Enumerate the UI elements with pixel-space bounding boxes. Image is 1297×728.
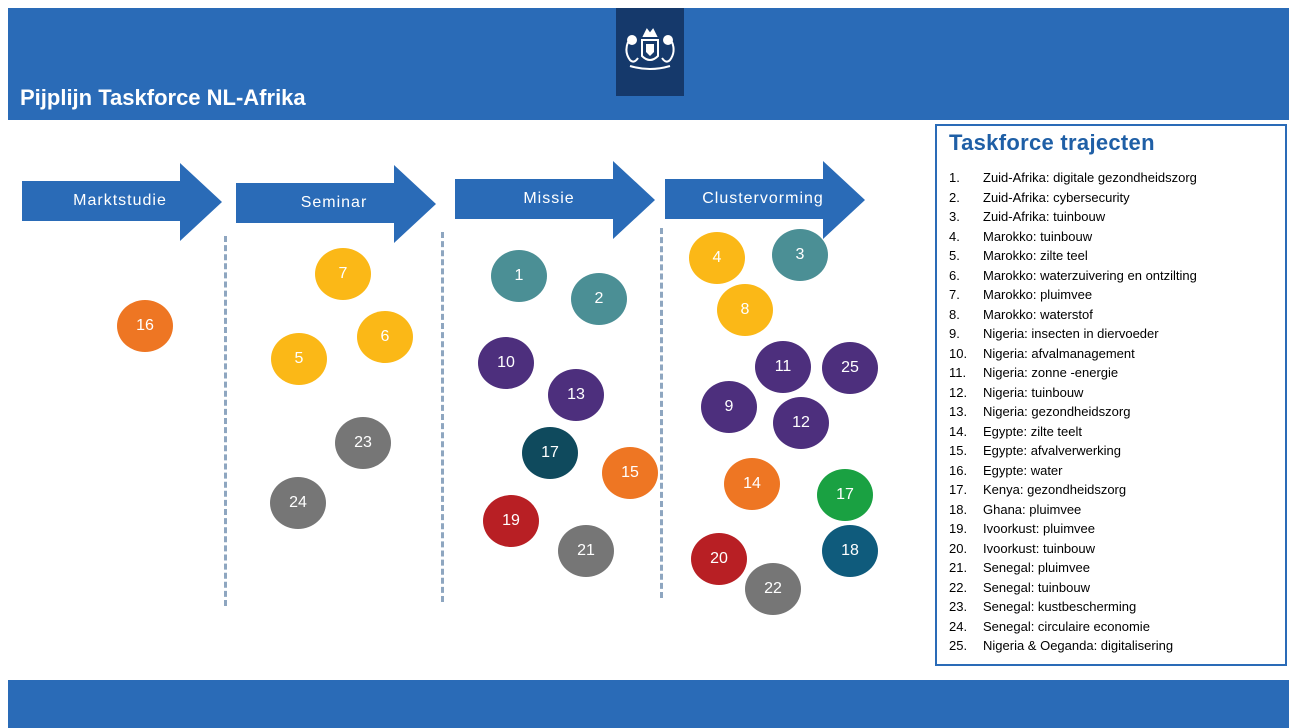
traject-circle: 23 [335, 417, 391, 469]
traject-circle: 17 [522, 427, 578, 479]
traject-circle: 21 [558, 525, 614, 577]
legend-item: 4.Marokko: tuinbouw [949, 228, 1093, 244]
arrow-clustervorming [665, 161, 865, 239]
logo-box [616, 8, 684, 96]
traject-circle: 8 [717, 284, 773, 336]
coat-of-arms-icon [625, 28, 675, 70]
traject-circle: 7 [315, 248, 371, 300]
arrow-missie [455, 161, 655, 239]
legend-item: 21.Senegal: pluimvee [949, 560, 1090, 575]
legend-item: 8.Marokko: waterstof [949, 306, 1093, 322]
traject-circle: 10 [478, 337, 534, 389]
legend-item: 16.Egypte: water [949, 462, 1063, 478]
legend-item: 17.Kenya: gezondheidszorg [949, 482, 1127, 497]
stage-label-missie: Missie [523, 190, 575, 207]
divider-3 [660, 228, 663, 598]
legend-title: Taskforce trajecten [949, 130, 1155, 155]
footer-bar [8, 680, 1289, 728]
stage-label-marktstudie: Marktstudie [73, 192, 167, 209]
page-title: Pijplijn Taskforce NL-Afrika [20, 85, 306, 110]
arrow-seminar [236, 165, 436, 243]
traject-circle: 25 [822, 342, 878, 394]
arrow-marktstudie [22, 163, 222, 241]
traject-circle: 22 [745, 563, 801, 615]
legend-item: 20.Ivoorkust: tuinbouw [949, 540, 1096, 556]
traject-circle: 18 [822, 525, 878, 577]
traject-circle: 12 [773, 397, 829, 449]
divider-1 [224, 236, 227, 606]
legend-item: 14.Egypte: zilte teelt [949, 423, 1082, 439]
traject-circle: 1 [491, 250, 547, 302]
legend-item: 2.Zuid-Afrika: cybersecurity [949, 189, 1130, 205]
traject-circle: 20 [691, 533, 747, 585]
legend-item: 13.Nigeria: gezondheidszorg [949, 404, 1131, 419]
stage-label-seminar: Seminar [300, 194, 368, 211]
traject-circle: 19 [483, 495, 539, 547]
traject-circle: 13 [548, 369, 604, 421]
legend-item: 10.Nigeria: afvalmanagement [949, 345, 1135, 361]
legend-item: 24.Senegal: circulaire economie [949, 618, 1150, 634]
stage-label-clustervorming: Clustervorming [702, 190, 824, 207]
legend-item: 25.Nigeria & Oeganda: digitalisering [949, 638, 1174, 653]
legend-item: 11.Nigeria: zonne -energie [949, 365, 1119, 380]
traject-circle: 14 [724, 458, 780, 510]
legend-item: 9.Nigeria: insecten in diervoeder [949, 326, 1159, 341]
traject-circle: 16 [117, 300, 173, 352]
traject-circle: 11 [755, 341, 811, 393]
traject-circle: 5 [271, 333, 327, 385]
traject-circle: 9 [701, 381, 757, 433]
traject-circle: 3 [772, 229, 828, 281]
legend-item: 5.Marokko: zilte teel [949, 248, 1088, 263]
traject-circle: 15 [602, 447, 658, 499]
traject-circle: 2 [571, 273, 627, 325]
divider-2 [441, 232, 444, 602]
legend-item: 12.Nigeria: tuinbouw [949, 384, 1084, 400]
legend-item: 18.Ghana: pluimvee [949, 501, 1082, 517]
legend-panel: Taskforce trajecten 1.Zuid-Afrika: digit… [935, 124, 1287, 666]
legend-item: 19.Ivoorkust: pluimvee [949, 521, 1095, 536]
legend-item: 1.Zuid-Afrika: digitale gezondheidszorg [949, 170, 1197, 185]
legend-item: 22.Senegal: tuinbouw [949, 579, 1090, 595]
legend-list: 1.Zuid-Afrika: digitale gezondheidszorg … [949, 168, 1197, 656]
legend-item: 15.Egypte: afvalverwerking [949, 443, 1122, 458]
legend-item: 23.Senegal: kustbescherming [949, 599, 1137, 614]
traject-circle: 6 [357, 311, 413, 363]
legend-item: 6.Marokko: waterzuivering en ontzilting [949, 267, 1197, 283]
legend-item: 3.Zuid-Afrika: tuinbouw [949, 209, 1106, 224]
traject-circle: 17 [817, 469, 873, 521]
legend-item: 7.Marokko: pluimvee [949, 287, 1093, 302]
traject-circle: 24 [270, 477, 326, 529]
traject-circle: 4 [689, 232, 745, 284]
